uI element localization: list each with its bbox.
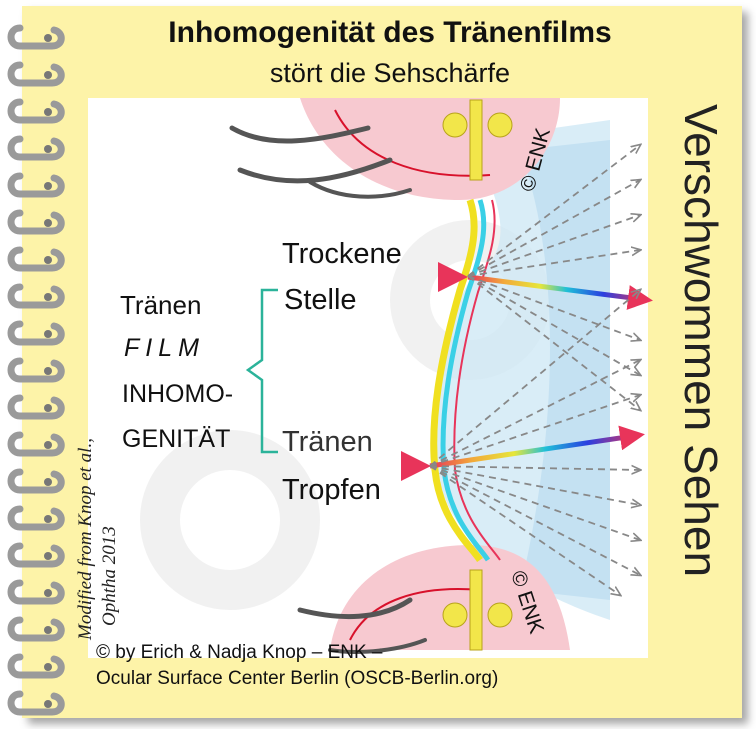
binding-ring [7, 579, 65, 605]
cornea-inner [520, 140, 610, 600]
tear-film-pink [453, 199, 501, 561]
binding-hole [44, 478, 52, 486]
binding-ring [7, 431, 65, 457]
binding-hole [44, 219, 52, 227]
scatter-ray [429, 290, 640, 467]
label-traenen: Tränen [120, 290, 202, 320]
spiral-binding [7, 24, 65, 716]
binding-hole [44, 71, 52, 79]
upper-lid-outline [334, 109, 491, 177]
scatter-ray [429, 465, 640, 575]
film-bracket [245, 288, 278, 454]
binding-hole [44, 700, 52, 708]
scatter-ray [467, 275, 640, 340]
label-film: FILM [124, 334, 205, 362]
binding-ring [7, 542, 65, 568]
binding-hole [44, 145, 52, 153]
binding-ring [7, 394, 65, 420]
binding-hole [44, 108, 52, 116]
binding-ring [7, 172, 65, 198]
scatter-ray [467, 275, 640, 375]
source-line-2: Ophtha 2013 [99, 526, 120, 626]
binding-ring [7, 616, 65, 642]
scatter-ray [467, 180, 640, 277]
binding-ring [7, 24, 65, 50]
label-trockene: Trockene [282, 238, 402, 270]
binding-hole [44, 626, 52, 634]
binding-ring [7, 98, 65, 124]
binding-hole [44, 330, 52, 338]
scatter-ray [429, 465, 620, 595]
scatter-ray [467, 215, 640, 277]
source-line-1: Modified from Knop et al., [75, 438, 96, 640]
binding-ring [7, 135, 65, 161]
binding-hole [44, 293, 52, 301]
lower-lid-outline [349, 588, 481, 641]
binding-ring [7, 283, 65, 309]
label-genitaet: GENITÄT [122, 425, 231, 453]
binding-ring [7, 320, 65, 346]
meibomian-gland-bottom [442, 569, 513, 651]
credit-line-2: Ocular Surface Center Berlin (OSCB-Berli… [96, 668, 499, 689]
lower-eyelid [330, 545, 570, 650]
credit-line-1: © by Erich & Nadja Knop – ENK – [96, 642, 383, 663]
scatter-ray [429, 395, 640, 467]
binding-hole [44, 515, 52, 523]
binding-ring [7, 653, 65, 679]
page-subtitle: stört die Sehschärfe [269, 58, 511, 88]
binding-hole [44, 34, 52, 42]
binding-ring [7, 468, 65, 494]
binding-hole [44, 441, 52, 449]
binding-hole [44, 552, 52, 560]
label-inhomo: INHOMO- [122, 380, 234, 408]
binding-hole [44, 404, 52, 412]
binding-hole [44, 256, 52, 264]
tear-film-cyan [440, 199, 491, 562]
scatter-ray [429, 465, 640, 540]
label-stelle: Stelle [284, 284, 357, 316]
source-citation: Modified from Knop et al., Ophtha 2013 [74, 438, 122, 640]
binding-hole [44, 589, 52, 597]
eyelashes [229, 125, 427, 654]
scattered-light-rays [429, 145, 640, 595]
blurred-vision-text: Verschwommen Sehen [675, 104, 727, 578]
binding-ring [7, 209, 65, 235]
scatter-ray [467, 275, 640, 410]
binding-ring [7, 246, 65, 272]
refracted-light-arrow-top [467, 274, 653, 310]
scatter-ray [467, 250, 640, 277]
binding-ring [7, 690, 65, 716]
scatter-ray [467, 145, 640, 277]
refracted-light-arrow-bottom [429, 425, 645, 469]
label-traenen-tropfen-1: Tränen [282, 426, 373, 458]
binding-ring [7, 61, 65, 87]
meibomian-gland-top [442, 99, 513, 181]
binding-ring [7, 357, 65, 383]
label-tropfen: Tropfen [282, 474, 381, 506]
tear-film-yellow [430, 198, 483, 563]
scatter-ray [429, 360, 640, 467]
binding-ring [7, 505, 65, 531]
binding-hole [44, 367, 52, 375]
binding-hole [44, 663, 52, 671]
page-title: Inhomogenität des Tränenfilms [168, 16, 612, 49]
binding-hole [44, 182, 52, 190]
